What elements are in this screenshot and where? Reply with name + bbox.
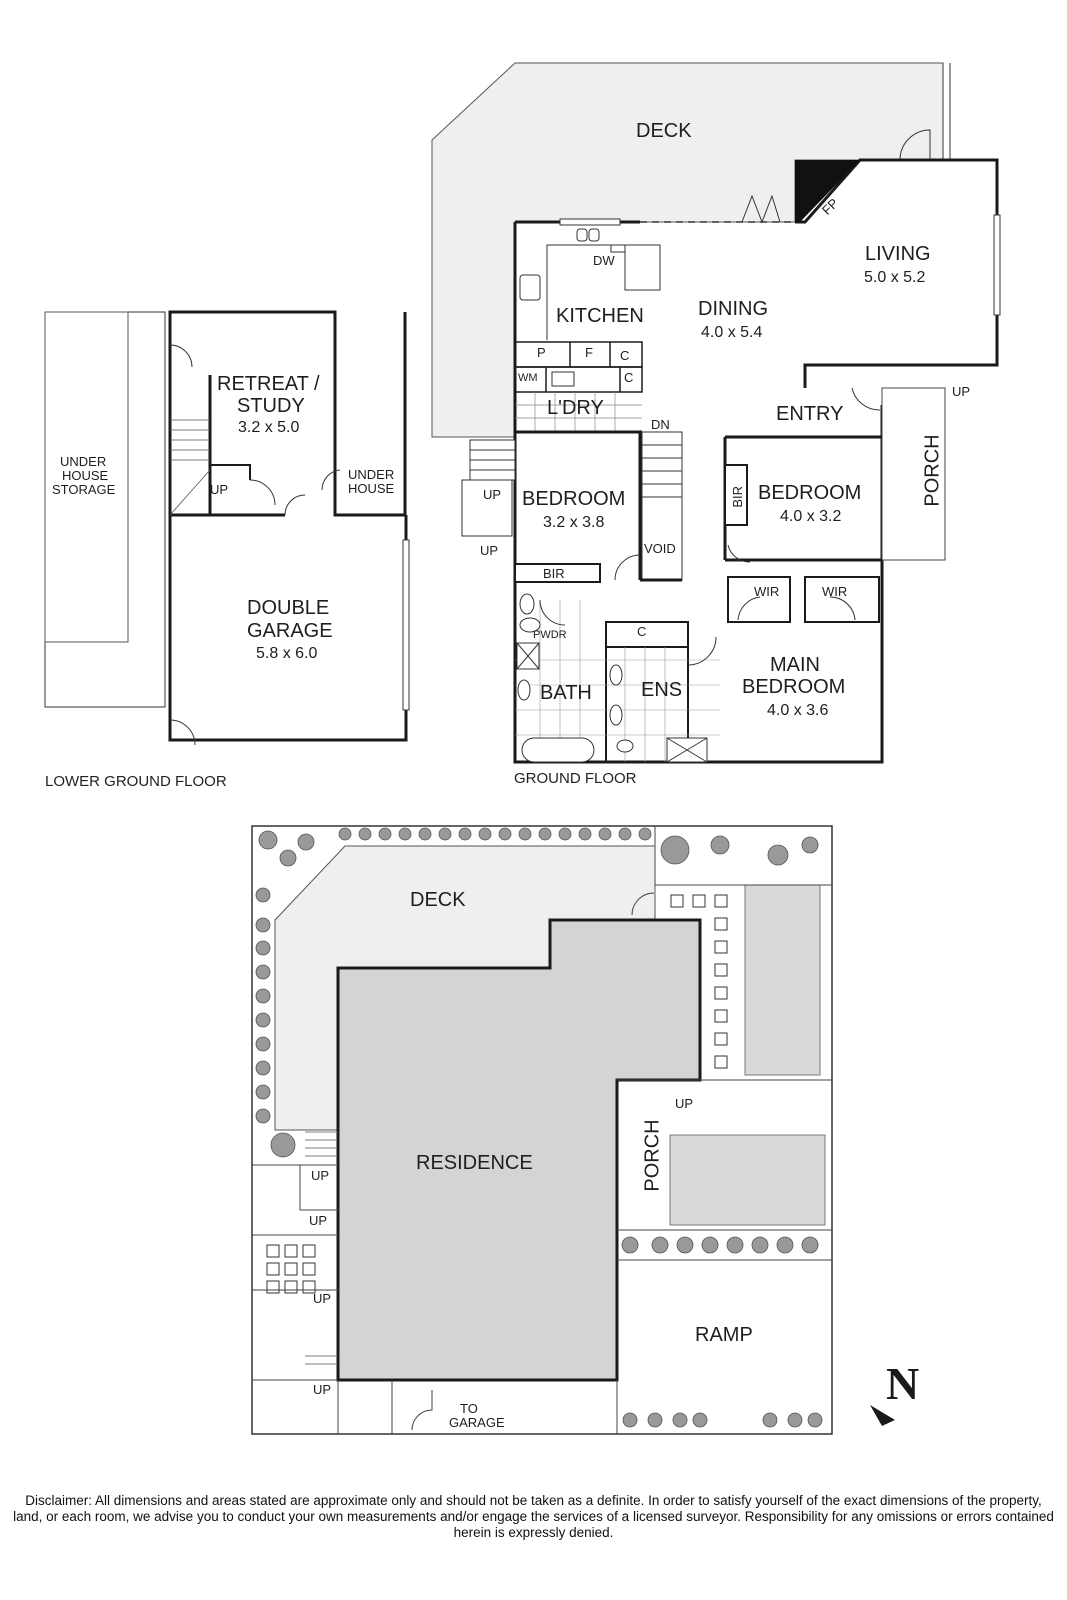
bedroom-2-dimension: 3.2 x 3.8 — [543, 514, 605, 531]
powder-label: PWDR — [533, 629, 567, 641]
site-porch-up-label: UP — [675, 1096, 694, 1111]
deck-label: DECK — [636, 120, 692, 142]
entry-label: ENTRY — [776, 403, 844, 425]
disclaimer-text: Disclaimer: All dimensions and areas sta… — [13, 1493, 1054, 1541]
porch-label: PORCH — [921, 434, 944, 507]
garage-dimension: 5.8 x 6.0 — [256, 645, 318, 662]
laundry-label: L'DRY — [547, 397, 604, 419]
pantry-label: P — [537, 345, 546, 360]
lower-ground-floor-title: LOWER GROUND FLOOR — [45, 773, 227, 790]
retreat-label-2: STUDY — [237, 395, 305, 417]
kitchen-label: KITCHEN — [556, 305, 644, 327]
garage-label-1: DOUBLE — [247, 597, 330, 619]
residence-label: RESIDENCE — [416, 1152, 533, 1174]
fridge-label: F — [585, 345, 593, 360]
main-bedroom-label-2: BEDROOM — [742, 676, 846, 698]
dining-dimension: 4.0 x 5.4 — [701, 324, 763, 341]
site-deck-label: DECK — [410, 889, 466, 911]
porch-area — [881, 387, 946, 561]
north-arrow — [870, 1405, 895, 1426]
wm-label: WM — [518, 372, 538, 384]
lg-stairs-up-label: UP — [210, 482, 229, 497]
north-label: N — [886, 1358, 920, 1409]
under-house-storage-label-2: HOUSE — [62, 468, 109, 483]
under-house-label-2: HOUSE — [348, 481, 395, 496]
bedroom-2-label: BEDROOM — [522, 488, 626, 510]
living-label: LIVING — [865, 243, 931, 265]
stairs-up-label-1: UP — [483, 487, 502, 502]
bedroom-3-dimension: 4.0 x 3.2 — [780, 508, 842, 525]
retreat-dimension: 3.2 x 5.0 — [238, 419, 300, 436]
ground-floor-title: GROUND FLOOR — [514, 770, 637, 787]
to-garage-label-1: TO — [460, 1401, 478, 1416]
void-label: VOID — [644, 541, 676, 556]
site-up-label-2: UP — [309, 1213, 328, 1228]
main-bedroom-label-1: MAIN — [770, 654, 820, 676]
dw-label: DW — [593, 253, 615, 268]
site-up-label-3: UP — [313, 1291, 332, 1306]
site-porch-label: PORCH — [641, 1119, 664, 1192]
garage-label-2: GARAGE — [247, 620, 333, 642]
ramp-label: RAMP — [695, 1324, 753, 1346]
ensuite-label: ENS — [641, 679, 683, 701]
fireplace — [795, 160, 860, 222]
main-bedroom-dimension: 4.0 x 3.6 — [767, 702, 829, 719]
stairs-down-label: DN — [651, 417, 670, 432]
under-house-storage-label-1: UNDER — [60, 454, 107, 469]
bir-label-1: BIR — [543, 566, 565, 581]
site-up-label-1: UP — [311, 1168, 330, 1183]
stairs-up-label-2: UP — [480, 543, 499, 558]
to-garage-label-2: GARAGE — [449, 1415, 505, 1430]
bedroom-3-label: BEDROOM — [758, 482, 862, 504]
under-house-storage-label-3: STORAGE — [52, 482, 116, 497]
cupboard-label-2: C — [624, 370, 634, 385]
cupboard-label-3: C — [637, 624, 647, 639]
porch-up-label: UP — [952, 384, 971, 399]
under-house-label-1: UNDER — [348, 467, 395, 482]
living-dimension: 5.0 x 5.2 — [864, 269, 926, 286]
retreat-label-1: RETREAT / — [217, 373, 320, 395]
site-up-label-4: UP — [313, 1382, 332, 1397]
dining-label: DINING — [698, 298, 768, 320]
cupboard-label-1: C — [620, 348, 630, 363]
bir-label-2: BIR — [730, 485, 746, 508]
wir-label-1: WIR — [754, 584, 780, 599]
wir-label-2: WIR — [822, 584, 848, 599]
bath-label: BATH — [540, 682, 592, 704]
